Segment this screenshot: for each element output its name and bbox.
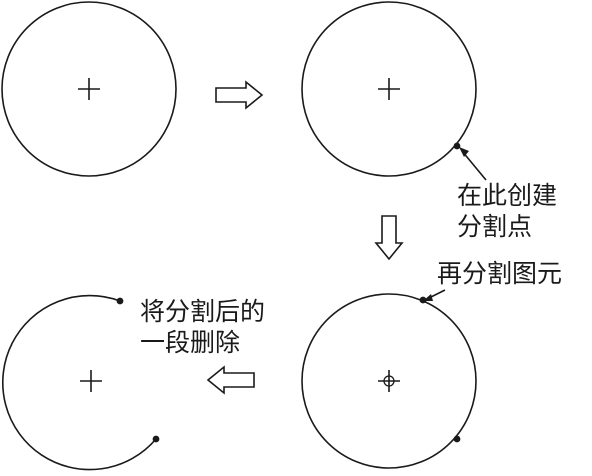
- step3-leader-arrowhead-icon: [423, 294, 433, 301]
- annotation-delete-line2: 一段删除: [140, 328, 241, 357]
- hollow-arrow-down-icon: [374, 215, 404, 261]
- step4-center-mark-plus-icon: [80, 370, 102, 392]
- annotation-split-here-line1: 在此创建: [457, 181, 558, 210]
- step3-circle: [301, 293, 477, 469]
- annotation-split-here: 在此创建 分割点: [457, 180, 557, 242]
- step3-center-mark-plus-icon: [378, 370, 400, 392]
- annotation-split-again: 再分割图元: [437, 258, 562, 289]
- step4-endpoint-top: [116, 297, 124, 305]
- step1-circle-group: [1, 1, 177, 177]
- step1-circle: [1, 1, 177, 177]
- step2-leader-arrowhead-icon: [459, 147, 469, 157]
- step3-circle-group: [301, 289, 477, 469]
- step1-center-mark-plus-icon: [78, 78, 100, 100]
- step2-center-mark-plus-icon: [378, 78, 400, 100]
- step4-arc-group: [2, 294, 160, 471]
- step2-circle-group: [301, 1, 487, 181]
- step4-remaining-arc: [2, 294, 157, 471]
- step3-split-point-bottom: [453, 435, 461, 443]
- annotation-delete-segment: 将分割后的 一段删除: [140, 296, 265, 358]
- step2-split-point: [453, 142, 461, 150]
- hollow-arrow-left-icon: [206, 365, 255, 395]
- hollow-arrow-right-icon: [215, 80, 264, 110]
- annotation-split-again-text: 再分割图元: [437, 259, 563, 288]
- annotation-delete-line1: 将分割后的: [140, 297, 266, 326]
- step4-endpoint-bottom: [152, 435, 160, 443]
- step2-circle: [301, 1, 477, 177]
- step2-leader-line: [461, 150, 487, 181]
- annotation-split-here-line2: 分割点: [457, 212, 533, 241]
